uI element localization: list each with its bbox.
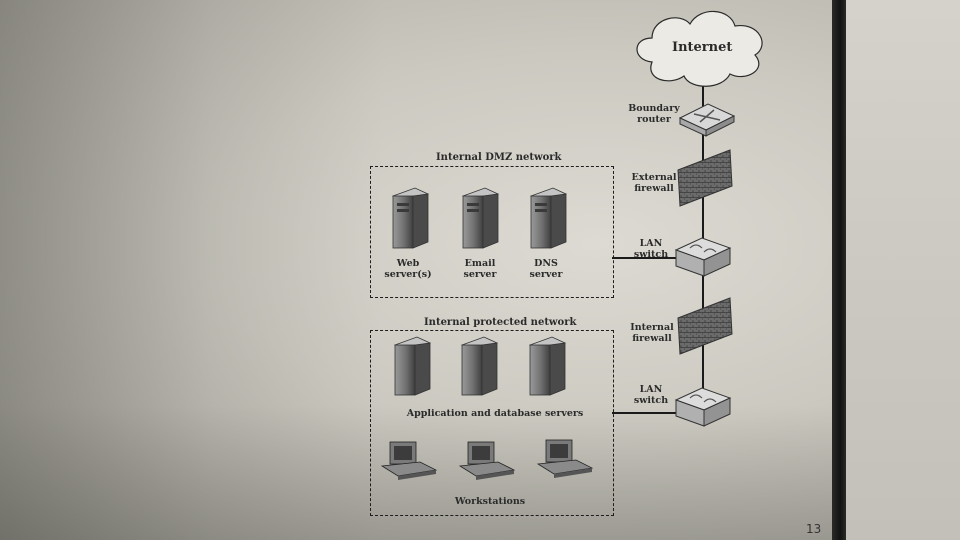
lan-switch-bottom-label: LAN switch bbox=[633, 384, 669, 406]
internet-cloud-icon bbox=[636, 10, 763, 87]
internal-firewall-icon bbox=[677, 297, 733, 355]
boundary-router-icon bbox=[678, 103, 736, 137]
dmz-network-title: Internal DMZ network bbox=[436, 152, 562, 163]
binder-edge bbox=[832, 0, 846, 540]
external-firewall-icon bbox=[677, 149, 733, 207]
app-server-icon-1 bbox=[393, 336, 432, 396]
protected-network-title: Internal protected network bbox=[424, 317, 577, 328]
email-server-icon bbox=[461, 187, 500, 249]
workstation-icon-3 bbox=[536, 439, 594, 478]
web-server-icon bbox=[391, 187, 430, 249]
web-server-label: Web server(s) bbox=[384, 258, 432, 280]
page-number: 13 bbox=[806, 522, 822, 536]
dmz-network-box bbox=[370, 166, 614, 298]
email-server-label: Email server bbox=[463, 258, 497, 280]
dns-server-label: DNS server bbox=[529, 258, 563, 280]
app-server-icon-2 bbox=[460, 336, 499, 396]
workstations-label: Workstations bbox=[454, 496, 526, 507]
dns-server-icon bbox=[529, 187, 568, 249]
lan-switch-top-icon bbox=[674, 237, 732, 277]
adjacent-page bbox=[846, 0, 960, 540]
app-db-servers-label: Application and database servers bbox=[406, 408, 584, 419]
external-firewall-label: External firewall bbox=[631, 172, 677, 194]
workstation-icon-2 bbox=[458, 441, 516, 480]
lan-switch-bottom-icon bbox=[674, 387, 732, 427]
lan-switch-top-label: LAN switch bbox=[633, 238, 669, 260]
internet-label: Internet bbox=[672, 40, 733, 55]
boundary-router-label: Boundary router bbox=[628, 103, 680, 125]
app-server-icon-3 bbox=[528, 336, 567, 396]
internal-firewall-label: Internal firewall bbox=[630, 322, 674, 344]
workstation-icon-1 bbox=[380, 441, 438, 480]
protected-network-box bbox=[370, 330, 614, 516]
